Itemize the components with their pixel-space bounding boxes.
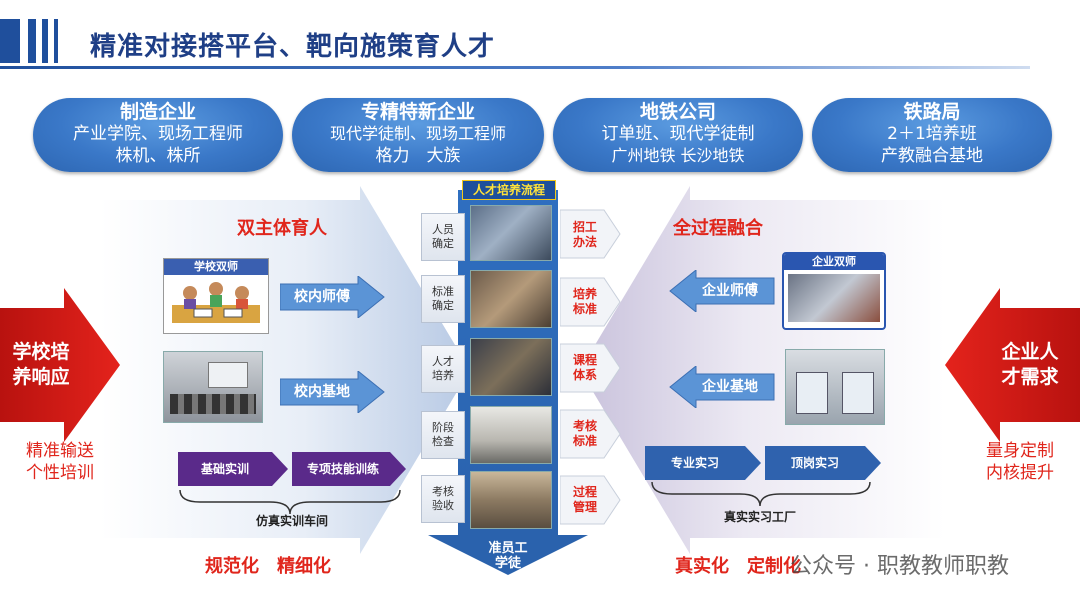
oval-manufacturing: 制造企业 产业学院、现场工程师 株机、株所 bbox=[33, 98, 283, 172]
simulation-workshop-label: 仿真实训车间 bbox=[255, 514, 328, 528]
oval-line: 格力 大族 bbox=[375, 146, 461, 166]
process-label: 考核标准 bbox=[572, 419, 597, 448]
step-photo-5 bbox=[470, 471, 552, 529]
oval-heading: 制造企业 bbox=[119, 101, 196, 123]
oval-metro: 地铁公司 订单班、现代学徒制 广州地铁 长沙地铁 bbox=[553, 98, 803, 172]
left-panel-arrow bbox=[100, 186, 470, 554]
school-base-arrow bbox=[280, 371, 385, 413]
step-box: 人员确定 bbox=[421, 213, 465, 261]
special-training-label: 专项技能训练 bbox=[306, 462, 379, 476]
oval-line: 广州地铁 长沙地铁 bbox=[611, 146, 745, 165]
header-bar-4 bbox=[54, 19, 58, 63]
enterprise-base-photo bbox=[785, 349, 885, 425]
oval-line: 现代学徒制、现场工程师 bbox=[329, 124, 506, 143]
enterprise-teacher-card: 企业双师 bbox=[782, 252, 886, 330]
step-photo-2 bbox=[470, 270, 552, 328]
school-base-arrow-label: 校内基地 bbox=[294, 384, 350, 400]
center-chevrons bbox=[560, 209, 621, 525]
note-line: 量身定制 bbox=[986, 441, 1054, 461]
step-box: 阶段检查 bbox=[421, 411, 465, 459]
left-heading: 双主体育人 bbox=[237, 218, 327, 239]
step-photo-4 bbox=[470, 406, 552, 464]
enterprise-base-arrow bbox=[669, 366, 775, 408]
right-heading: 全过程融合 bbox=[673, 218, 763, 239]
school-base-photo bbox=[163, 351, 263, 423]
oval-heading: 地铁公司 bbox=[639, 101, 716, 123]
center-down-arrow bbox=[428, 535, 588, 575]
train-car-1 bbox=[796, 372, 828, 414]
basic-training-label: 基础实训 bbox=[200, 462, 249, 476]
enterprise-teacher-arrow-label: 企业师傅 bbox=[702, 283, 758, 299]
right-bottom-label: 真实化 定制化 bbox=[675, 556, 801, 577]
enterprise-demand-label: 企业人才需求 bbox=[1001, 341, 1059, 388]
enterprise-teacher-arrow bbox=[669, 270, 775, 312]
note-line: 内核提升 bbox=[986, 463, 1054, 483]
header-bar-1 bbox=[0, 19, 20, 63]
school-teacher-card: 学校双师 bbox=[163, 258, 269, 334]
step-photo-3 bbox=[470, 338, 552, 396]
process-label: 过程管理 bbox=[572, 485, 597, 514]
right-side-notes: 量身定制 内核提升 bbox=[975, 440, 1065, 484]
left-bottom-label: 规范化 精细化 bbox=[205, 556, 331, 577]
school-teacher-arrow-label: 校内师傅 bbox=[294, 289, 350, 305]
note-line: 精准输送 bbox=[26, 441, 94, 461]
projector-screen bbox=[208, 362, 248, 388]
card-title: 企业双师 bbox=[784, 254, 884, 270]
enterprise-base-arrow-label: 企业基地 bbox=[702, 379, 758, 395]
page-title: 精准对接搭平台、靶向施策育人才 bbox=[90, 32, 496, 62]
process-header: 人才培养流程 bbox=[462, 180, 556, 200]
watermark: 公众号 · 职教教师职教 bbox=[790, 554, 1009, 579]
real-factory-label: 真实实习工厂 bbox=[723, 510, 796, 524]
card-title: 学校双师 bbox=[164, 259, 268, 275]
desks bbox=[170, 394, 256, 414]
process-label: 招工办法 bbox=[572, 220, 597, 249]
step-box: 考核验收 bbox=[421, 475, 465, 523]
major-practice-chevron bbox=[645, 446, 761, 480]
process-label: 培养标准 bbox=[572, 287, 597, 316]
train-car-2 bbox=[842, 372, 874, 414]
oval-railway: 铁路局 2＋1培养班 产教融合基地 bbox=[812, 98, 1052, 172]
oval-heading: 专精特新企业 bbox=[360, 101, 475, 123]
classroom-illustration bbox=[172, 282, 260, 323]
post-practice-chevron bbox=[765, 446, 881, 480]
oval-line: 订单班、现代学徒制 bbox=[601, 124, 755, 144]
title-divider bbox=[0, 66, 1030, 69]
basic-training-chevron bbox=[178, 452, 288, 486]
major-practice-label: 专业实习 bbox=[670, 456, 719, 470]
note-line: 个性培训 bbox=[26, 463, 94, 483]
header-bar-3 bbox=[42, 19, 48, 63]
oval-line: 2＋1培养班 bbox=[887, 124, 977, 144]
right-brace bbox=[651, 481, 871, 507]
step-box: 人才培养 bbox=[421, 345, 465, 393]
step-photo-1 bbox=[470, 205, 552, 261]
school-response-label: 学校培养响应 bbox=[12, 341, 70, 388]
school-response-arrow bbox=[0, 288, 120, 442]
oval-heading: 铁路局 bbox=[903, 101, 961, 123]
oval-line: 产业学院、现场工程师 bbox=[73, 124, 243, 144]
left-side-notes: 精准输送 个性培训 bbox=[15, 440, 105, 484]
process-footer: 准员工学徒 bbox=[488, 541, 528, 571]
oval-line: 株机、株所 bbox=[115, 146, 201, 166]
step-box: 标准确定 bbox=[421, 275, 465, 323]
left-brace bbox=[179, 489, 401, 515]
school-teacher-arrow bbox=[280, 276, 385, 318]
workshop-photo bbox=[788, 274, 880, 322]
post-practice-label: 顶岗实习 bbox=[790, 456, 839, 470]
enterprise-demand-arrow bbox=[945, 288, 1080, 442]
oval-specialized: 专精特新企业 现代学徒制、现场工程师 格力 大族 bbox=[292, 98, 544, 172]
special-training-chevron bbox=[292, 452, 406, 486]
header-bar-2 bbox=[28, 19, 36, 63]
oval-line: 产教融合基地 bbox=[881, 146, 983, 166]
process-label: 课程体系 bbox=[572, 353, 597, 382]
